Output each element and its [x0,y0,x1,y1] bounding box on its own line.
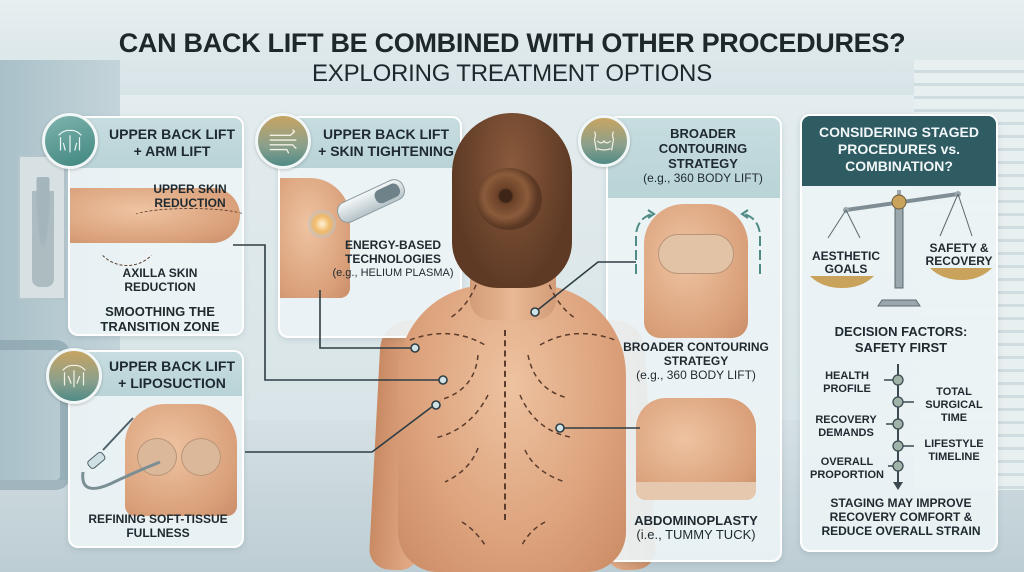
anatomy-poster [18,155,66,300]
background-chair [0,340,70,490]
balance-scale-icon [810,190,992,307]
torso-icon [578,115,630,167]
card-title: UPPER BACK LIFT [109,126,235,142]
card-contouring: BROADER CONTOURING STRATEGY (e.g., 360 B… [606,116,782,562]
card-title: BROADER [670,126,736,141]
card-title: UPPER BACK LIFT [109,358,235,374]
card-title: STRATEGY [668,156,738,171]
card-header: BROADER CONTOURING STRATEGY (e.g., 360 B… [608,118,780,198]
decision-factors-title: DECISION FACTORS:SAFETY FIRST [834,324,968,355]
back-contour-icon [46,348,102,404]
card-title: CONTOURING [658,141,748,156]
page-subtitle: EXPLORING TREATMENT OPTIONS [312,60,712,87]
panel-header: CONSIDERING STAGED PROCEDURES vs. COMBIN… [802,116,996,186]
torso-illustration [125,404,237,516]
energy-glow [308,210,336,238]
card-title: + SKIN TIGHTENING [318,143,454,159]
energy-waves-icon [255,113,311,169]
abdominoplasty-illustration [636,398,756,500]
scale-right-label: SAFETY &RECOVERY [925,241,993,268]
upper-back-icon [42,113,98,169]
background-ceiling [0,0,1024,100]
page-title: CAN BACK LIFT BE COMBINED WITH OTHER PRO… [118,28,906,58]
card-header: UPPER BACK LIFT + ARM LIFT [70,118,242,168]
spine-incision-line [504,330,506,520]
cannula-icon [81,417,161,490]
card-title: UPPER BACK LIFT [323,126,449,142]
caption-abdominoplasty: ABDOMINOPLASTY (i.e., TUMMY TUCK) [634,513,758,542]
lift-arrows [635,209,761,274]
decision-timeline [884,364,914,490]
card-title: + ARM LIFT [133,143,211,159]
body-lift-illustration [644,204,748,338]
card-title: + LIPOSUCTION [118,375,226,391]
staging-panel: CONSIDERING STAGED PROCEDURES vs. COMBIN… [800,114,998,552]
figure-hair-bun [476,168,542,230]
